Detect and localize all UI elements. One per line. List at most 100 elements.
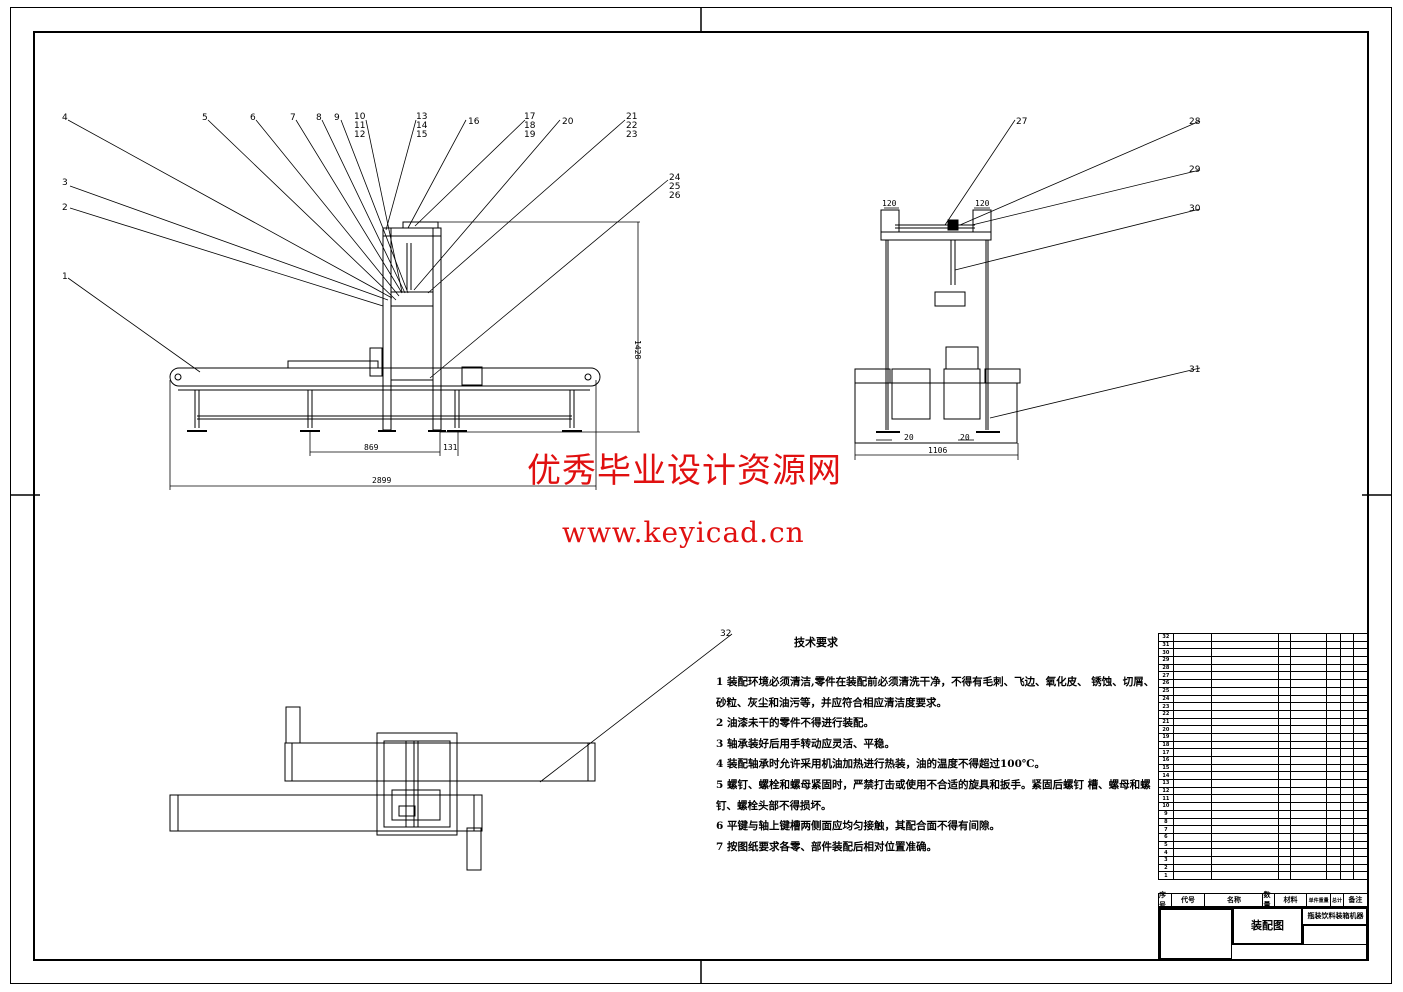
bom-cell [1353,779,1368,788]
bom-cell [1172,725,1213,734]
bom-cell [1172,633,1213,642]
bom-cell [1290,648,1328,658]
bom-row-number: 13 [1158,779,1174,788]
bom-row: 25 [1158,686,1368,696]
bom-cell [1353,725,1368,734]
bom-cell [1172,640,1213,650]
bom-cell [1172,840,1213,850]
bom-cell [1326,825,1341,834]
bom-cell [1353,740,1368,750]
bom-row-number: 20 [1158,725,1174,734]
side-view-labels: 27 28 29 30 31 120 120 20 20 1106 [882,117,1201,455]
product-name: 瓶装饮料装箱机器 [1303,907,1368,925]
front-view-labels: 1 2 3 4 5 6 7 8 9 10 11 12 13 14 15 16 1… [62,112,681,485]
dim-right-bottom: 20 [960,433,970,442]
bom-cell [1277,840,1292,850]
bom-cell [1211,825,1279,834]
bom-row: 23 [1158,702,1368,711]
bom-cell [1290,725,1328,734]
bom-cell [1290,855,1328,865]
bom-cell [1277,656,1292,665]
gantry-top [376,732,458,836]
bom-cell [1339,817,1355,827]
tech-requirements-list: 1 装配环境必须清洁,零件在装配前必须清洗干净，不得有毛刺、飞边、氧化皮、 锈蚀… [716,672,1156,857]
bom-cell [1277,648,1292,658]
bom-cell [1290,679,1328,688]
balloon-19: 19 [524,130,536,140]
bom-row: 27 [1158,671,1368,681]
bom-cell [1172,702,1213,711]
bom-cell [1211,740,1279,750]
conveyor-legs [187,390,582,432]
bom-cell [1277,725,1292,734]
bom-cell [1290,840,1328,850]
bom-cell [1339,855,1355,865]
bom-cell [1353,748,1368,757]
dimension-lines [169,221,640,490]
bom-cell [1277,671,1292,681]
balloon-30: 30 [1189,204,1201,214]
bom-cell [1211,717,1279,727]
bom-cell [1326,732,1341,742]
bom-cell [1172,779,1213,788]
bom-cell [1172,848,1213,857]
bom-cell [1277,802,1292,811]
bom-header-total: 总计 [1331,894,1344,906]
bom-cell [1290,694,1328,704]
bom-cell [1326,740,1341,750]
bom-cell [1353,679,1368,688]
bom-cell [1339,802,1355,811]
balloon-12: 12 [354,130,365,140]
bom-row-number: 7 [1158,825,1174,834]
bom-cell [1326,679,1341,688]
balloon-21: 21 [626,112,637,122]
bom-row-number: 14 [1158,771,1174,781]
bom-cell [1277,679,1292,688]
bom-cell [1339,863,1355,873]
bom-row-number: 30 [1158,648,1174,658]
bom-cell [1326,748,1341,757]
bom-row-number: 29 [1158,656,1174,665]
balloon-22: 22 [626,121,637,131]
bom-cell [1339,709,1355,719]
bom-cell [1290,763,1328,773]
bom-row: 16 [1158,756,1368,765]
bom-cell [1211,848,1279,857]
front-view [67,119,669,490]
bom-cell [1353,717,1368,727]
bom-cell [1339,671,1355,681]
bom-cell [1353,786,1368,796]
bom-cell [1211,809,1279,819]
bom-cell [1172,855,1213,865]
bom-cell [1290,817,1328,827]
bom-cell [1211,863,1279,873]
watermark-url[interactable]: www.keyicad.cn [562,516,805,549]
bom-cell [1353,702,1368,711]
bom-cell [1172,871,1213,880]
centering-marks [10,7,1392,984]
bom-row-number: 3 [1158,855,1174,865]
bom-cell [1211,679,1279,688]
bom-cell [1172,794,1213,804]
bom-row-number: 31 [1158,640,1174,650]
dim-left-top: 120 [882,199,897,208]
bom-header-material: 材料 [1275,894,1308,906]
bom-cell [1353,863,1368,873]
gantry-frame [378,221,446,432]
bom-cell [1353,871,1368,880]
bom-cell [1353,855,1368,865]
bom-cell [1211,756,1279,765]
bom-cell [1326,848,1341,857]
dim-overall-length: 2899 [372,476,391,485]
bom-cell [1326,763,1341,773]
bom-row: 18 [1158,740,1368,750]
bom-row-number: 17 [1158,748,1174,757]
bom-cell [1326,794,1341,804]
balloon-23: 23 [626,130,637,140]
bom-cell [1353,771,1368,781]
bom-row-number: 4 [1158,848,1174,857]
bom-cell [1290,848,1328,857]
top-view [169,633,733,871]
bom-header-remarks: 备注 [1348,896,1363,904]
bom-cell [1339,648,1355,658]
